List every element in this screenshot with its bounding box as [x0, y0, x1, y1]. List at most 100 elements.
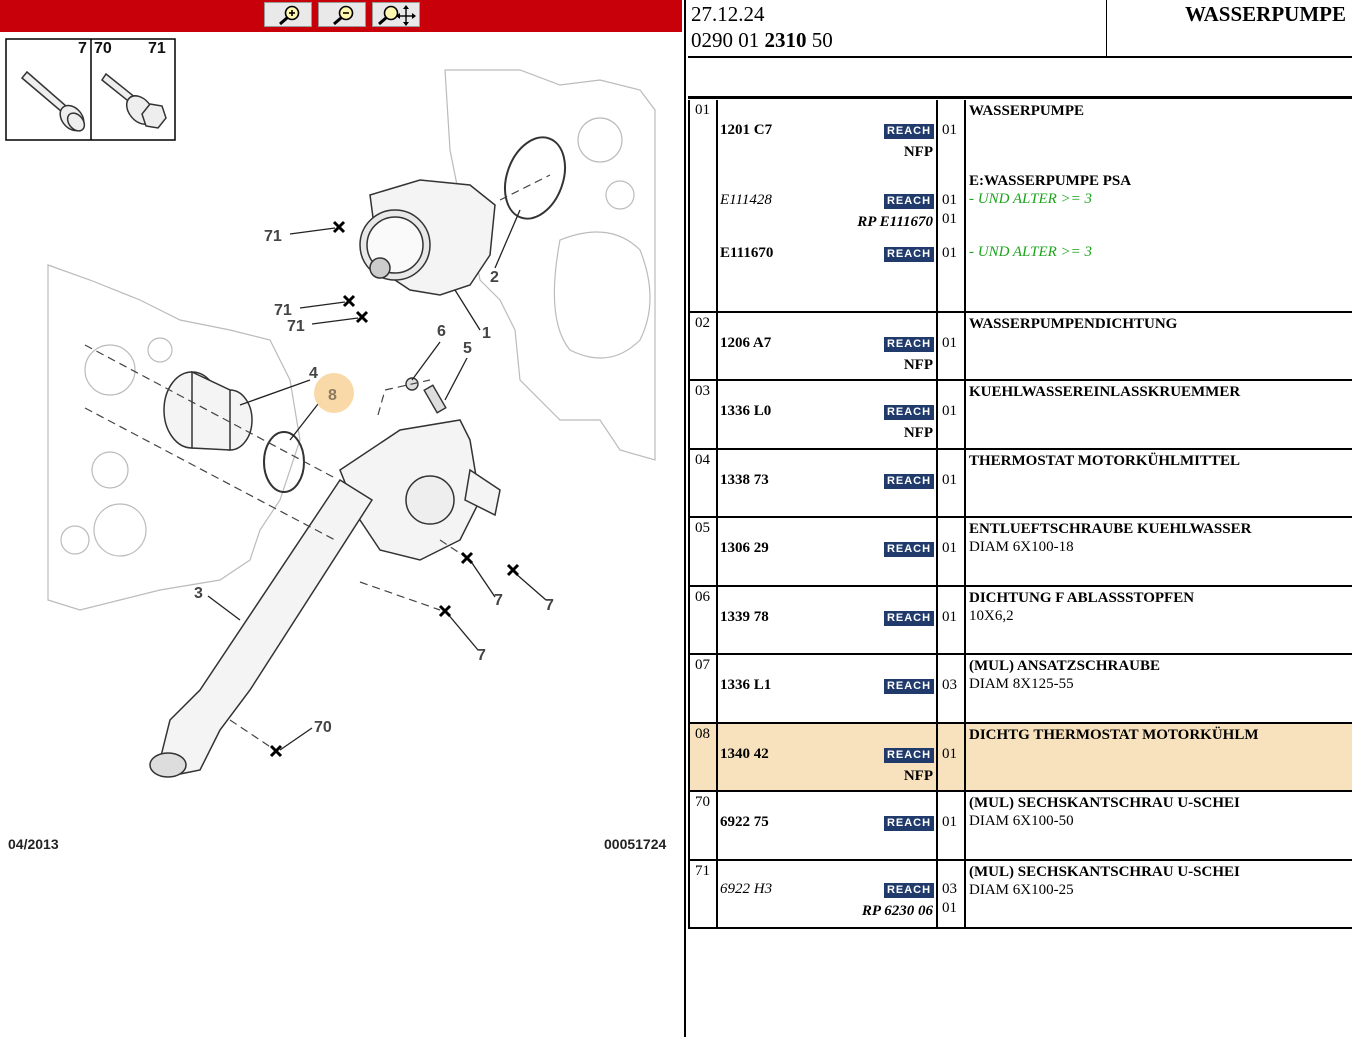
reach-badge[interactable]: REACH [884, 337, 934, 352]
zoom-out-icon [333, 5, 354, 25]
part-description-cell: KUEHLWASSEREINLASSKRUEMMER [964, 381, 1352, 448]
page-title: WASSERPUMPE [1184, 2, 1346, 26]
part-position-cell: 03 [690, 381, 718, 448]
reach-badge[interactable]: REACH [884, 679, 934, 694]
part-position: 01 [695, 102, 710, 118]
part-position-cell: 01 [690, 100, 718, 311]
reach-badge[interactable]: REACH [884, 474, 934, 489]
part-quantity: 01 [942, 192, 957, 208]
fastener-markers [269, 220, 520, 758]
part-reference[interactable]: 1339 78 [720, 609, 769, 625]
part-reference[interactable]: 6922 H3 [720, 881, 773, 897]
part-reference-cell: 1306 29 REACH [718, 518, 938, 585]
inset-label-70: 70 [94, 40, 112, 57]
reach-badge[interactable]: REACH [884, 883, 934, 898]
part-quantity: 01 [942, 472, 957, 488]
part-position: 70 [695, 794, 710, 810]
part-position: 04 [695, 452, 710, 468]
reach-badge[interactable]: REACH [884, 611, 934, 626]
zoom-in-button[interactable] [264, 2, 312, 27]
part-position-cell: 02 [690, 313, 718, 379]
part-quantity: 01 [942, 746, 957, 762]
part-reference[interactable]: 1306 29 [720, 540, 769, 556]
callout-71-c[interactable]: 71 [287, 318, 305, 335]
part-description: WASSERPUMPE [969, 103, 1085, 119]
callout-4[interactable]: 4 [309, 365, 318, 382]
callout-7-c[interactable]: 7 [477, 647, 486, 664]
part-note: NFP [903, 768, 933, 784]
reach-badge[interactable]: REACH [884, 247, 934, 262]
header-separator [1106, 0, 1107, 56]
parts-header: 27.12.24 0290 01 2310 50 WASSERPUMPE [688, 0, 1352, 58]
part-reference-cell: 1339 78 REACH [718, 587, 938, 653]
part-row[interactable]: 70 6922 75 REACH 01 (MUL) SECHSKANTSCHRAU U-… [690, 792, 1352, 861]
callout-6[interactable]: 6 [437, 323, 446, 340]
part-reference[interactable]: 1201 C7 [720, 122, 773, 138]
callout-70[interactable]: 70 [314, 719, 332, 736]
zoom-out-button[interactable] [318, 2, 366, 27]
callout-7-b[interactable]: 7 [545, 597, 554, 614]
diagram-panel: 7 70 71 [0, 0, 686, 1037]
callout-8[interactable]: 8 [328, 387, 337, 404]
part-reference-cell: 1206 A7 REACH NFP [718, 313, 938, 379]
inset-label-7: 7 [78, 40, 87, 57]
zoom-pan-button[interactable] [372, 2, 420, 27]
highlight-marker-8[interactable] [314, 373, 354, 413]
reach-badge[interactable]: REACH [884, 816, 934, 831]
part-description: DICHTG THERMOSTAT MOTORKÜHLM [969, 727, 1259, 743]
callout-7-a[interactable]: 7 [494, 592, 503, 609]
part-description: (MUL) SECHSKANTSCHRAU U-SCHEI [969, 864, 1240, 880]
reach-badge[interactable]: REACH [884, 542, 934, 557]
part-description: THERMOSTAT MOTORKÜHLMITTEL [969, 453, 1241, 469]
part-reference[interactable]: E111428 [720, 192, 772, 208]
part-reference[interactable]: 1338 73 [720, 472, 769, 488]
callout-2[interactable]: 2 [490, 269, 499, 286]
part-reference[interactable]: 1336 L1 [720, 677, 772, 693]
diagram-date: 04/2013 [8, 836, 59, 852]
callout-71-b[interactable]: 71 [274, 302, 292, 319]
coolant-pipe-part [149, 478, 374, 778]
part-note: NFP [903, 357, 933, 373]
part-description: 10X6,2 [969, 608, 1014, 624]
part-description-cell: WASSERPUMPENDICHTUNG [964, 313, 1352, 379]
part-reference-cell: 6922 75 REACH [718, 792, 938, 859]
part-reference[interactable]: 1336 L0 [720, 403, 772, 419]
thermostat-seal-part [263, 431, 305, 493]
part-reference[interactable]: E111670 [720, 245, 774, 261]
part-description: DIAM 6X100-18 [969, 539, 1074, 555]
reach-badge[interactable]: REACH [884, 748, 934, 763]
part-quantity: 01 [942, 609, 957, 625]
coolant-outlet-housing-part [339, 419, 501, 561]
callout-71-a[interactable]: 71 [264, 228, 282, 245]
part-quantity: 01 [942, 814, 957, 830]
part-quantity: 01 [942, 122, 957, 138]
part-reference[interactable]: 1206 A7 [720, 335, 772, 351]
reach-badge[interactable]: REACH [884, 124, 934, 139]
part-row[interactable]: 04 1338 73 REACH 01 THERMOSTAT MOTORKÜHLMITT… [690, 450, 1352, 518]
part-reference[interactable]: 1340 42 [720, 746, 769, 762]
reach-badge[interactable]: REACH [884, 194, 934, 209]
callout-3[interactable]: 3 [194, 585, 203, 602]
part-reference[interactable]: 6922 75 [720, 814, 769, 830]
reach-badge[interactable]: REACH [884, 405, 934, 420]
part-quantity: 03 [942, 881, 957, 897]
callout-5[interactable]: 5 [463, 340, 472, 357]
callout-1[interactable]: 1 [482, 325, 491, 342]
part-description-cell: THERMOSTAT MOTORKÜHLMITTEL [964, 450, 1352, 516]
part-position: 03 [695, 383, 710, 399]
